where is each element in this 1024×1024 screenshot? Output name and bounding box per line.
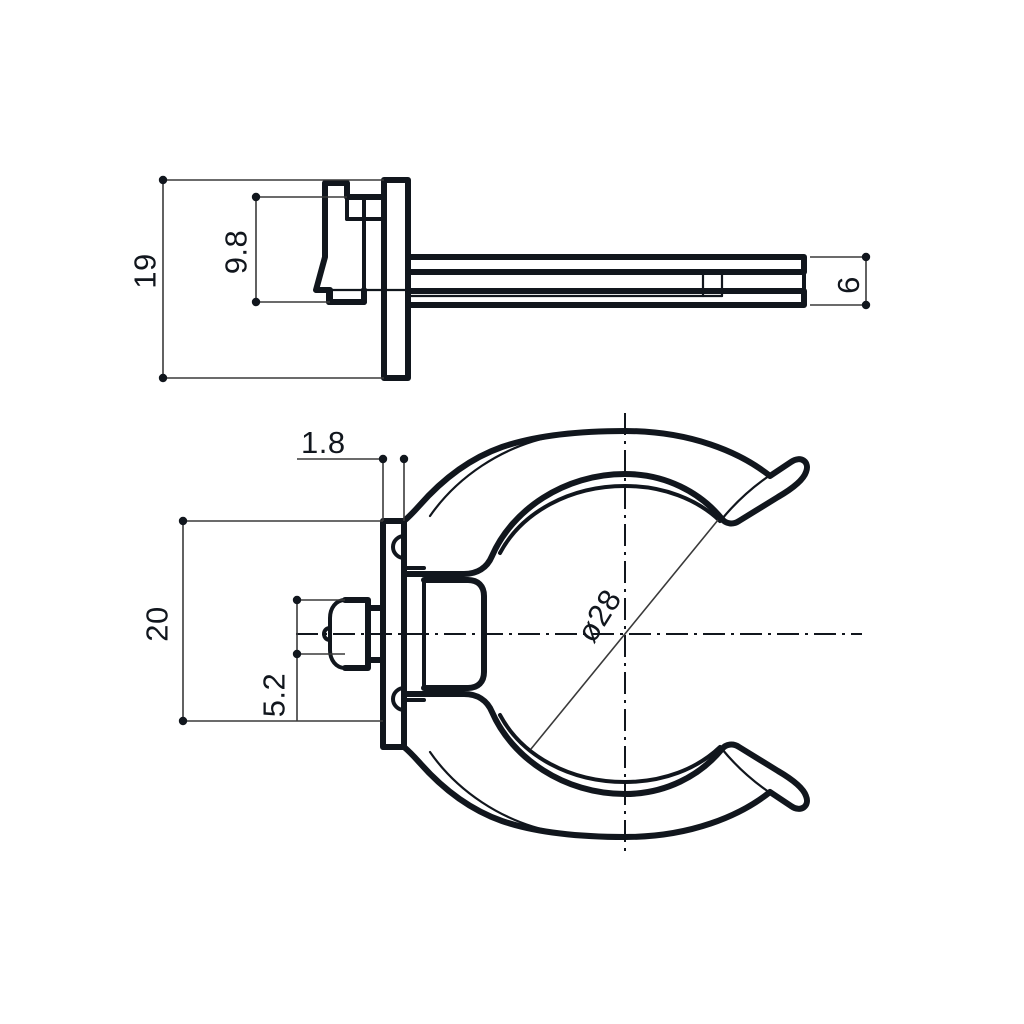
dimension-5-2-label: 5.2 [256,672,292,718]
dimension-6-label: 6 [830,276,866,294]
centerlines [296,413,862,855]
dimension-9-8-label: 9.8 [218,229,254,275]
dimension-1-8-label: 1.8 [301,425,346,460]
dimension-20-geometry [178,516,383,726]
dimension-9-8-geometry [251,192,347,307]
dimension-20-label: 20 [139,606,175,642]
dimension-19-geometry [158,175,384,383]
clamp-ring-geometry [322,428,810,840]
dimension-5-2-geometry [292,595,345,721]
dimension-1-8-geometry [297,454,409,521]
side-profile-geometry [313,177,807,381]
dimension-6-geometry [810,252,871,310]
dimension-19-label: 19 [127,253,163,289]
